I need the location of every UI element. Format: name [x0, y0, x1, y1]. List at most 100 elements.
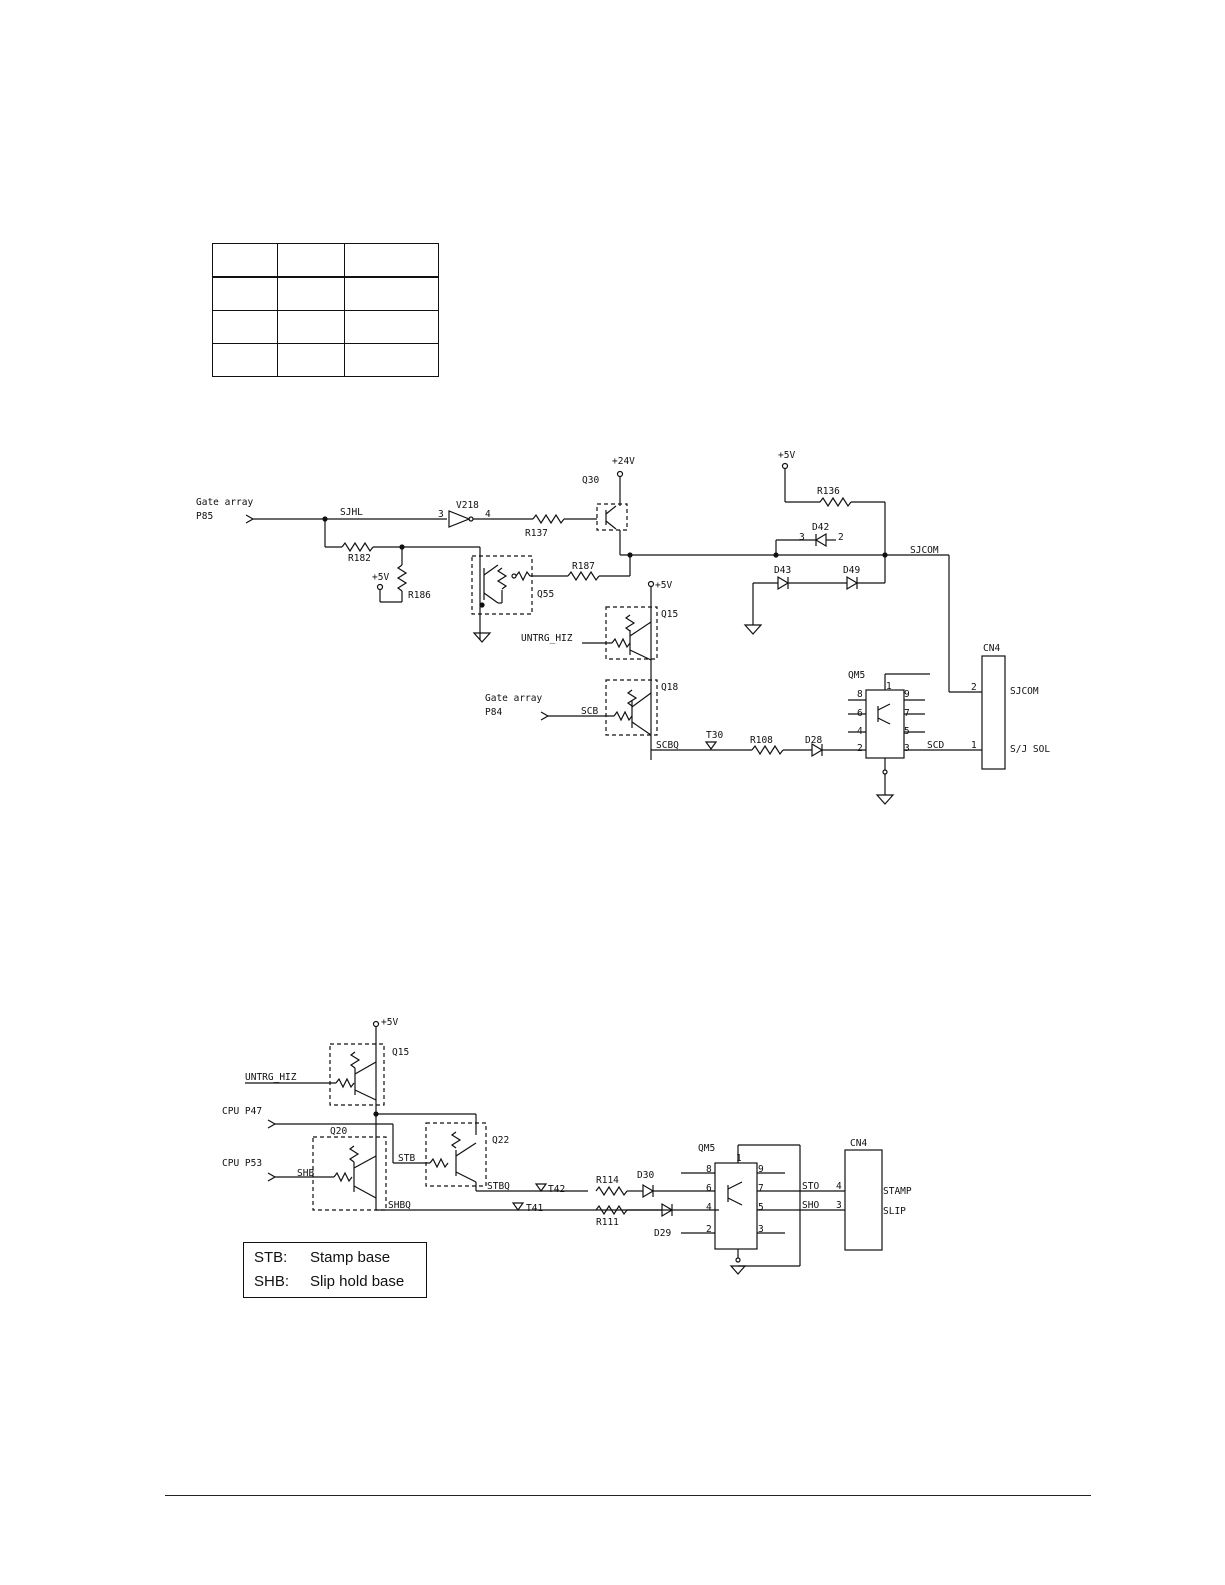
- label-plus5v-a: +5V: [372, 572, 389, 583]
- table-cell: [344, 276, 439, 311]
- pin-d42-2: 2: [838, 532, 844, 543]
- qm5-pin: 8: [857, 689, 863, 700]
- net-stbq: STBQ: [487, 1181, 510, 1192]
- label-cn4-sjcom: SJCOM: [1010, 686, 1039, 697]
- label-q55: Q55: [537, 589, 554, 600]
- legend-key: STB:: [254, 1249, 288, 1266]
- label-d49: D49: [843, 565, 860, 576]
- qm5-pin: 9: [904, 689, 910, 700]
- label-r111: R111: [596, 1217, 619, 1228]
- qm5-pin: 9: [758, 1164, 764, 1175]
- table-cell: [344, 243, 439, 278]
- footer-divider: [165, 1495, 1091, 1496]
- net-scbq: SCBQ: [656, 740, 679, 751]
- pin-4: 4: [485, 509, 491, 520]
- legend-row: STB: Stamp base: [254, 1246, 416, 1270]
- pin-3: 3: [438, 509, 444, 520]
- legend-value: Stamp base: [310, 1249, 391, 1266]
- qm5-pin: 4: [706, 1202, 712, 1213]
- label-q18: Q18: [661, 682, 678, 693]
- label-q22: Q22: [492, 1135, 509, 1146]
- label-d28: D28: [805, 735, 822, 746]
- label-plus5v-c: +5V: [778, 450, 795, 461]
- qm5-pin: 1: [736, 1153, 742, 1164]
- pin-d42-3: 3: [799, 532, 805, 543]
- label-r182: R182: [348, 553, 371, 564]
- net-sho: SHO: [802, 1200, 819, 1211]
- label-plus5v: +5V: [381, 1017, 398, 1028]
- label-plus24v: +24V: [612, 456, 635, 467]
- label-v218: V218: [456, 500, 479, 511]
- qm5-pin: 5: [758, 1202, 764, 1213]
- qm5-pin: 1: [886, 681, 892, 692]
- qm5-pin: 5: [904, 726, 910, 737]
- qm5-pin: 2: [706, 1224, 712, 1235]
- label-r187: R187: [572, 561, 595, 572]
- label-cpu-p47: CPU P47: [222, 1106, 262, 1117]
- table-row: [212, 343, 439, 377]
- table-cell: [344, 310, 439, 344]
- label-cpu-p53: CPU P53: [222, 1158, 262, 1169]
- legend-key: SHB:: [254, 1273, 290, 1290]
- table-row: [212, 243, 439, 278]
- pin-cn4-1: 1: [971, 740, 977, 751]
- net-shbq: SHBQ: [388, 1200, 411, 1211]
- label-p84: P84: [485, 707, 502, 718]
- label-cn4: CN4: [850, 1138, 867, 1149]
- qm5-pin: 7: [904, 708, 910, 719]
- label-r137: R137: [525, 528, 548, 539]
- label-r186: R186: [408, 590, 431, 601]
- table-cell: [277, 343, 345, 377]
- label-d29: D29: [654, 1228, 671, 1239]
- label-q15: Q15: [392, 1047, 409, 1058]
- qm5-pin: 6: [857, 708, 863, 719]
- net-sto: STO: [802, 1181, 819, 1192]
- pin-cn4-3: 3: [836, 1200, 842, 1211]
- legend-value: Slip hold base: [310, 1273, 405, 1290]
- pin-cn4-2: 2: [971, 682, 977, 693]
- qm5-pin: 8: [706, 1164, 712, 1175]
- label-cn4: CN4: [983, 643, 1000, 654]
- pin-cn4-4: 4: [836, 1181, 842, 1192]
- label-q20: Q20: [330, 1126, 347, 1137]
- qm5-pin: 7: [758, 1183, 764, 1194]
- label-slip: SLIP: [883, 1206, 906, 1217]
- label-r108: R108: [750, 735, 773, 746]
- label-q30: Q30: [582, 475, 599, 486]
- label-p85: P85: [196, 511, 213, 522]
- table-cell: [277, 243, 345, 278]
- table-cell: [212, 243, 278, 278]
- label-gate-array-1: Gate array: [196, 497, 253, 508]
- table-cell: [212, 310, 278, 344]
- legend-row: SHB: Slip hold base: [254, 1270, 416, 1294]
- net-sjcom: SJCOM: [910, 545, 939, 556]
- label-d30: D30: [637, 1170, 654, 1181]
- label-stamp: STAMP: [883, 1186, 912, 1197]
- qm5-pin: 3: [758, 1224, 764, 1235]
- net-sjhl: SJHL: [340, 507, 363, 518]
- qm5-pin: 3: [904, 743, 910, 754]
- table-row: [212, 310, 439, 344]
- label-cn4-sol: S/J SOL: [1010, 744, 1050, 755]
- blank-table: [212, 243, 439, 377]
- label-qm5: QM5: [848, 670, 865, 681]
- label-plus5v-b: +5V: [655, 580, 672, 591]
- qm5-pin: 4: [857, 726, 863, 737]
- qm5-pin: 6: [706, 1183, 712, 1194]
- label-r136: R136: [817, 486, 840, 497]
- label-t30: T30: [706, 730, 723, 741]
- signal-legend: STB: Stamp base SHB: Slip hold base: [243, 1242, 427, 1298]
- net-scb: SCB: [581, 706, 598, 717]
- label-q15: Q15: [661, 609, 678, 620]
- label-d42: D42: [812, 522, 829, 533]
- label-t41: T41: [526, 1203, 543, 1214]
- net-shb: SHB: [297, 1168, 314, 1179]
- table-cell: [212, 343, 278, 377]
- net-scd: SCD: [927, 740, 944, 751]
- table-cell: [344, 343, 439, 377]
- net-stb: STB: [398, 1153, 415, 1164]
- label-untrg: UNTRG_HIZ: [521, 633, 573, 644]
- label-t42: T42: [548, 1184, 565, 1195]
